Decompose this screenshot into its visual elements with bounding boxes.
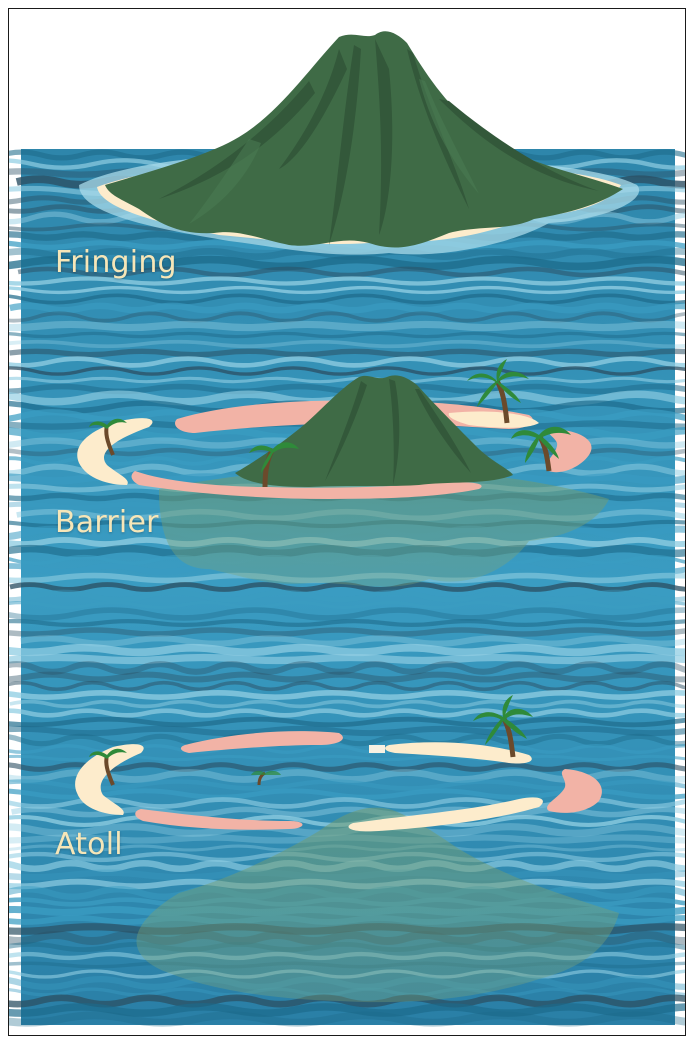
label-fringing: Fringing (55, 245, 177, 280)
label-barrier: Barrier (55, 505, 159, 540)
wave-band (9, 648, 686, 653)
wave-band (9, 657, 686, 660)
atoll-small-islet (369, 745, 385, 753)
wave-band (9, 324, 686, 327)
label-atoll: Atoll (55, 827, 123, 862)
diagram-frame: Fringing Barrier Atoll (8, 8, 686, 1036)
